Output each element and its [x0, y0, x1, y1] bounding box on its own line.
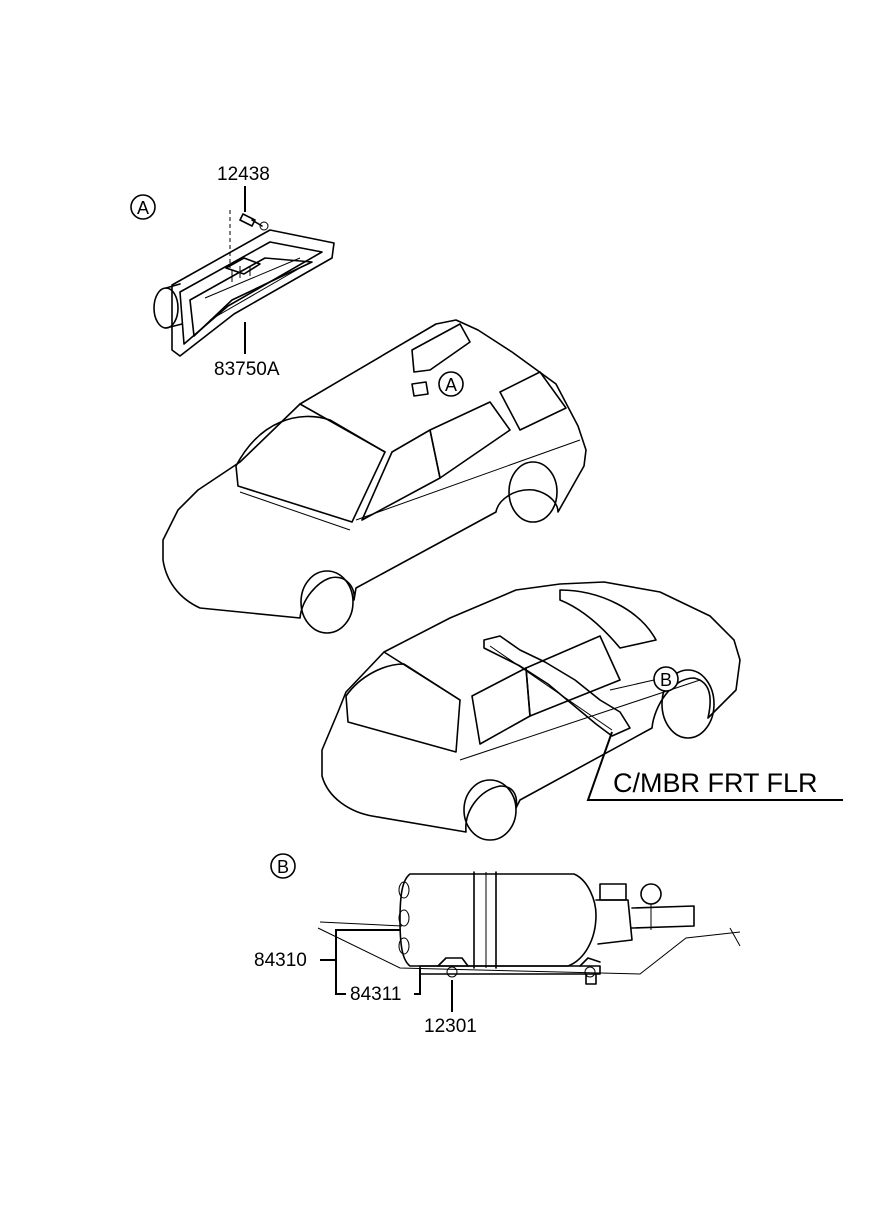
- svg-text:A: A: [137, 198, 149, 218]
- part-number-12301: 12301: [424, 1016, 477, 1037]
- callout-a-vehicle: A: [438, 371, 464, 397]
- leader-84310: [320, 929, 400, 961]
- leader-84311: [335, 960, 346, 995]
- vehicle-front-view: A: [162, 319, 587, 634]
- part-number-84310: 84310: [254, 950, 307, 971]
- callout-a-detail: A: [130, 194, 156, 220]
- part-number-12438: 12438: [217, 164, 270, 185]
- detail-b-group: B: [254, 853, 741, 1037]
- callout-b-detail: B: [270, 853, 296, 879]
- svg-text:B: B: [277, 857, 289, 877]
- part-number-83750a: 83750A: [214, 359, 280, 380]
- cross-member-icon: [483, 635, 631, 737]
- bolt-icon: [239, 213, 269, 231]
- vehicle-rear-view: B: [321, 581, 741, 841]
- callout-b-vehicle: B: [653, 666, 679, 692]
- svg-text:B: B: [660, 670, 672, 690]
- location-label-group: C/MBR FRT FLR: [586, 731, 843, 801]
- svg-text:A: A: [445, 375, 457, 395]
- room-lamp-icon: [153, 229, 335, 357]
- part-number-84311: 84311: [350, 984, 401, 1005]
- detail-a-group: A 12438 83750A: [130, 164, 335, 380]
- location-label: C/MBR FRT FLR: [613, 768, 818, 798]
- leader-84311-b: [414, 968, 421, 995]
- lamp-location-marker: [411, 381, 429, 397]
- junction-box-icon: [398, 871, 695, 985]
